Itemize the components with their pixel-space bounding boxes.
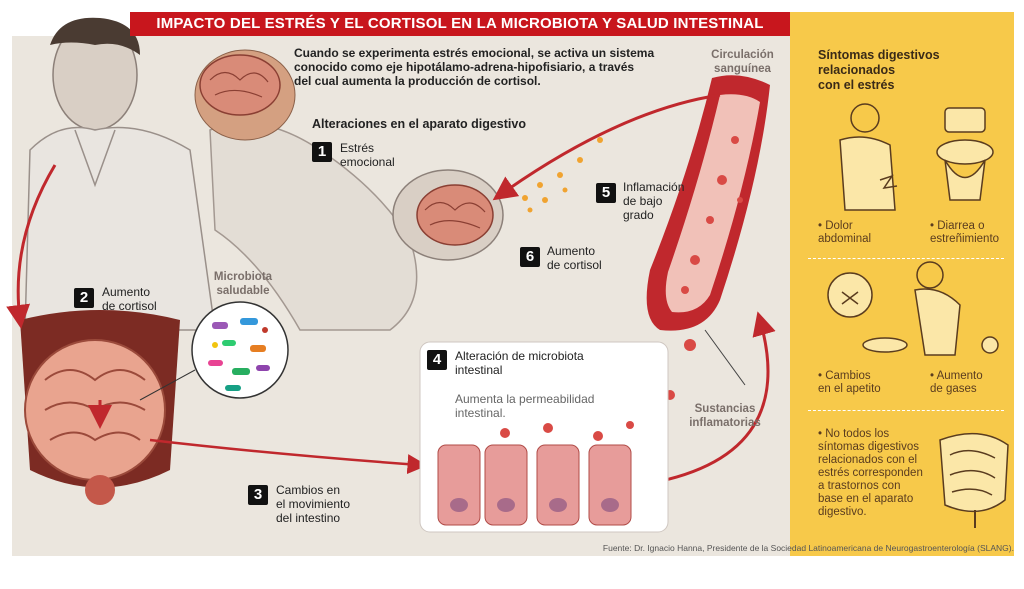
microbiota-icon [191, 301, 289, 399]
brain-icon [199, 54, 281, 116]
step-label: Aumento de cortisol [547, 244, 602, 272]
circulation-label: Circulación sanguínea [700, 48, 785, 76]
page-title: IMPACTO DEL ESTRÉS Y EL CORTISOL EN LA M… [130, 12, 790, 36]
sidebar-title-line: Síntomas digestivos [818, 48, 940, 62]
step-line: intestinal [455, 363, 503, 377]
toilet-icon [936, 107, 994, 201]
step-line: Cambios en [276, 483, 341, 497]
note-line: digestivo. [818, 506, 867, 518]
step-label: Aumento de cortisol [102, 285, 157, 313]
flow-arrow [149, 438, 428, 475]
symptom-item: • Diarrea o estreñimiento [930, 220, 999, 246]
step-label: Estrés emocional [340, 141, 395, 169]
step-line: Aumento [547, 244, 596, 258]
section-title: Alteraciones en el aparato digestivo [312, 117, 526, 131]
intestinal-cells-panel [419, 341, 669, 533]
intro-line: conocido como eje hipotálamo-adrena-hipo… [294, 60, 635, 74]
step-line: Inflamación [623, 180, 685, 194]
circulation-line: sanguínea [714, 63, 771, 75]
symptom-line: • Aumento [930, 370, 983, 382]
microbiota-line: saludable [216, 285, 270, 297]
step-line: de cortisol [547, 258, 602, 272]
inflammatory-line: inflamatorias [689, 417, 761, 429]
step-line: del intestino [276, 511, 341, 525]
inflammatory-label: Sustancias inflamatorias [675, 402, 775, 430]
symptom-item: • Dolor abdominal [818, 220, 871, 246]
step-line: de bajo [623, 194, 663, 208]
step-number: 3 [248, 485, 268, 505]
abdominal-pain-icon [839, 103, 898, 211]
cortisol-arrow [492, 93, 721, 201]
sidebar-title-line: relacionados [818, 63, 896, 77]
intro-line: Cuando se experimenta estrés emocional, … [294, 46, 655, 60]
step-label: Cambios en el movimiento del intestino [276, 483, 350, 525]
step-line: Estrés [340, 141, 375, 155]
step-label: Inflamación de bajo grado [623, 180, 684, 222]
flow-arrow [639, 311, 776, 487]
brain-icon [416, 184, 494, 246]
inflammatory-line: Sustancias [694, 403, 756, 415]
permeability-line: Aumenta la permeabilidad [455, 392, 595, 406]
intestine-icon [939, 432, 1009, 528]
symptom-line: • Diarrea o [930, 220, 985, 232]
divider [808, 258, 1004, 259]
gas-icon [914, 261, 999, 356]
appetite-icon [827, 272, 908, 353]
permeability-line: intestinal. [455, 406, 506, 420]
step-line: el movimiento [276, 497, 351, 511]
microbiota-line: Microbiota [213, 271, 273, 283]
step-number: 4 [427, 350, 447, 370]
note-line: síntomas digestivos [818, 441, 919, 453]
symptom-line: • Cambios [818, 370, 871, 382]
microbiota-label: Microbiota saludable [208, 270, 278, 298]
note-line: a trastornos con [818, 480, 901, 492]
sidebar-title-line: con el estrés [818, 78, 895, 92]
blood-vessel-icon [646, 75, 770, 331]
step-line: grado [623, 208, 654, 222]
flow-arrow [6, 164, 57, 329]
intro-line: del cual aumenta la producción de cortis… [294, 74, 541, 88]
circulation-line: Circulación [711, 49, 774, 61]
step-label: Alteración de microbiota intestinal [455, 349, 584, 377]
symptom-line: de gases [930, 383, 977, 395]
note-line: base en el aparato [818, 493, 914, 505]
note-line: estrés corresponden [818, 467, 923, 479]
young-man-figure [24, 17, 216, 331]
note-line: relacionados con el [818, 454, 918, 466]
symptom-item: • Aumento de gases [930, 370, 983, 396]
step-line: emocional [340, 155, 395, 169]
sidebar-note: • No todos los síntomas digestivos relac… [818, 428, 923, 519]
symptom-line: abdominal [818, 233, 872, 245]
symptom-line: estreñimiento [930, 233, 1000, 245]
step-number: 5 [596, 183, 616, 203]
cortisol-particles [522, 137, 603, 213]
step-number: 6 [520, 247, 540, 267]
step-line: Alteración de microbiota [455, 349, 584, 363]
intro-text: Cuando se experimenta estrés emocional, … [294, 46, 654, 88]
permeability-label: Aumenta la permeabilidad intestinal. [455, 392, 594, 420]
symptom-item: • Cambios en el apetito [818, 370, 881, 396]
symptom-line: • Dolor [818, 220, 853, 232]
divider [808, 410, 1004, 411]
source-credit: Fuente: Dr. Ignacio Hanna, Presidente de… [602, 543, 1014, 553]
step-number: 1 [312, 142, 332, 162]
note-line: • No todos los [818, 428, 890, 440]
step-number: 2 [74, 288, 94, 308]
step-line: de cortisol [102, 299, 157, 313]
sidebar-title: Síntomas digestivos relacionados con el … [818, 48, 940, 93]
symptom-line: en el apetito [818, 383, 881, 395]
step-line: Aumento [102, 285, 151, 299]
